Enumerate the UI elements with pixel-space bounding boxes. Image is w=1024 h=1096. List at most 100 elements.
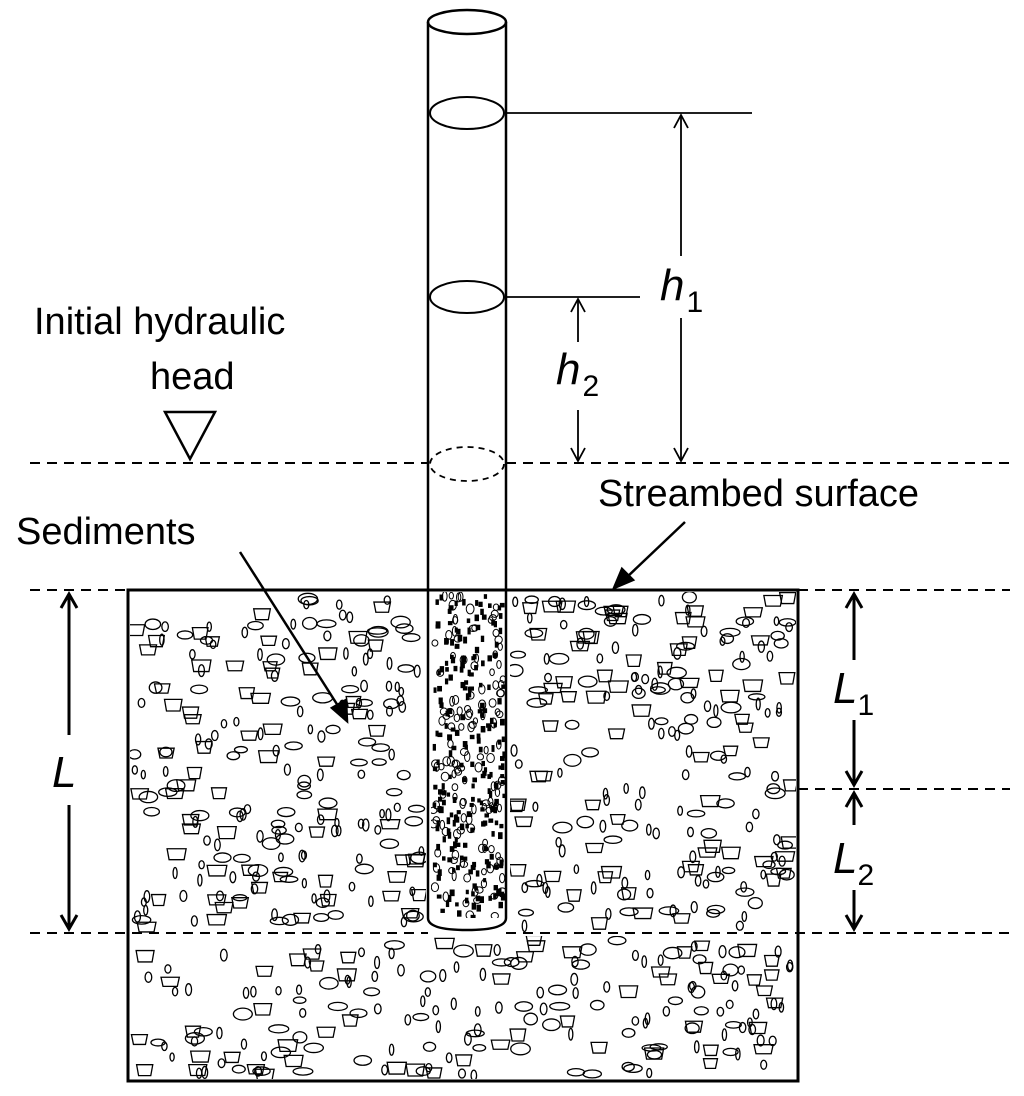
pipe-sediment-grain bbox=[480, 608, 484, 616]
sediment-grain bbox=[210, 787, 228, 800]
pipe-sediment-grain bbox=[447, 708, 453, 715]
sediment-grain bbox=[130, 624, 146, 637]
pipe-sediment-grain bbox=[453, 713, 461, 723]
sediment-grain bbox=[493, 943, 501, 957]
sediment-grain bbox=[297, 592, 319, 606]
pipe-sediment-grain bbox=[451, 870, 457, 882]
pipe-sediment-grain bbox=[476, 737, 481, 744]
sediment-grain bbox=[510, 744, 518, 757]
pipe-sediment-grain bbox=[431, 759, 440, 769]
h2-label-sub: 2 bbox=[582, 370, 599, 403]
sediment-grain bbox=[786, 959, 794, 972]
sediment-grain bbox=[631, 704, 652, 717]
sediment-grain bbox=[131, 914, 152, 925]
sediment-grain bbox=[766, 783, 781, 795]
sediment-grain bbox=[621, 876, 629, 890]
sediment-grain bbox=[645, 823, 652, 836]
pipe-sediment-grain bbox=[454, 729, 460, 736]
sediment-grain bbox=[409, 886, 416, 897]
sediment-grain bbox=[363, 987, 381, 997]
sediment-grain bbox=[231, 1064, 246, 1074]
standpipe bbox=[426, 8, 508, 932]
pipe-sediment-grain bbox=[436, 874, 441, 881]
pipe-sediment-grain bbox=[498, 832, 503, 840]
sediment-grain bbox=[658, 594, 665, 607]
sediment-grain bbox=[303, 1042, 325, 1054]
sediment-grain bbox=[526, 612, 533, 624]
pipe-sediment-grain bbox=[486, 753, 495, 764]
sediment-grain bbox=[510, 650, 527, 659]
sediment-grain bbox=[534, 770, 553, 782]
pipe-sediment-grain bbox=[488, 895, 492, 901]
sediment-grain bbox=[190, 1036, 199, 1047]
pipe-sediment-grain bbox=[489, 668, 495, 677]
sediment-grain bbox=[603, 615, 618, 627]
sediment-grain bbox=[750, 635, 771, 646]
sediment-grain bbox=[197, 873, 203, 887]
sediment-grain bbox=[576, 815, 595, 829]
sediment-grain bbox=[269, 916, 289, 926]
pipe-sediment-grain bbox=[487, 684, 491, 691]
sediment-grain bbox=[319, 976, 339, 990]
sediments-pointer-head bbox=[329, 697, 349, 724]
pipe-sediment-grain bbox=[450, 656, 456, 664]
sediment-grain bbox=[672, 913, 691, 924]
sediment-grain bbox=[195, 1067, 203, 1079]
sediment-grain bbox=[571, 955, 579, 968]
sediment-grain bbox=[413, 664, 421, 678]
pipe-sediment-grain bbox=[454, 643, 460, 649]
L1-label-main: L bbox=[833, 664, 857, 713]
sediment-grain bbox=[721, 866, 736, 875]
sediment-grain bbox=[161, 1041, 168, 1052]
sediment-grain bbox=[255, 965, 274, 977]
sediment-grain bbox=[646, 1049, 663, 1060]
sediment-grain bbox=[308, 826, 326, 838]
sediment-grain bbox=[379, 808, 385, 819]
sediment-grain bbox=[373, 955, 381, 970]
sediment-grain bbox=[371, 970, 379, 982]
pipe-sediment-grain bbox=[484, 813, 489, 818]
sediment-grain bbox=[623, 782, 629, 794]
pipe-sediment-grain bbox=[476, 753, 485, 761]
sediment-grain bbox=[373, 601, 392, 613]
sediment-grain bbox=[725, 999, 734, 1010]
sediment-grain bbox=[528, 686, 549, 694]
sediment-grain bbox=[731, 980, 739, 992]
sediment-grain bbox=[719, 627, 741, 638]
pipe-sediment-grain bbox=[432, 743, 436, 751]
sediment-grain bbox=[658, 906, 680, 916]
sediment-grain bbox=[557, 767, 563, 778]
pipe-sediment-grain bbox=[483, 594, 488, 599]
pipe-sediment-grain bbox=[480, 725, 486, 733]
pipe-sediment-grain bbox=[497, 739, 502, 745]
sediment-grain bbox=[400, 907, 420, 919]
pipe-sediment-grain bbox=[459, 666, 464, 673]
sediment-grain bbox=[607, 728, 626, 740]
sediment-grain bbox=[301, 878, 308, 889]
sediment-grain bbox=[385, 705, 394, 717]
sediment-grain bbox=[700, 625, 708, 638]
sediment-grain bbox=[632, 613, 652, 625]
sediment-grain bbox=[316, 756, 336, 767]
pipe-sediment-grain bbox=[494, 641, 499, 648]
pipe-sediment-grain bbox=[447, 621, 453, 626]
pipe-sediment-grain bbox=[480, 807, 485, 812]
sediment-grain bbox=[357, 818, 365, 829]
sediment-grain bbox=[301, 662, 319, 676]
sediment-grain bbox=[760, 1059, 768, 1070]
L1-label-sub: 1 bbox=[857, 689, 874, 722]
sediment-grain bbox=[189, 1050, 211, 1063]
pipe-sediment-grain bbox=[449, 846, 455, 852]
pipe-sediment-grain bbox=[442, 891, 449, 902]
sediment-grain bbox=[590, 917, 609, 930]
sediment-grain bbox=[561, 946, 583, 959]
sediment-grain bbox=[236, 810, 244, 823]
sediment-grain bbox=[735, 887, 755, 897]
pipe-sediment-grain bbox=[488, 614, 497, 622]
sediment-grain bbox=[773, 638, 789, 649]
pipe-sediment-grain bbox=[448, 750, 453, 758]
sediment-grain bbox=[634, 684, 643, 695]
pipe-sediment-grain bbox=[494, 820, 499, 826]
h2-label-main: h bbox=[556, 345, 580, 394]
pipe-sediment-grain bbox=[459, 857, 465, 868]
